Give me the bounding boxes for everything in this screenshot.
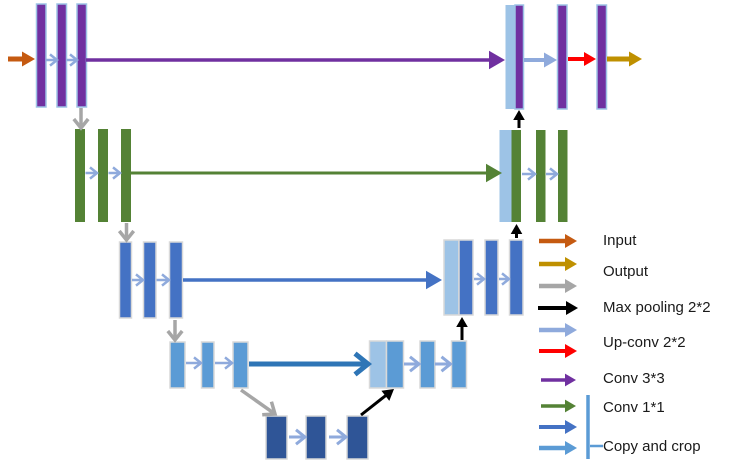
l2-conv-bar-3 [121,129,131,222]
l1-conv-bar-2 [56,3,68,108]
l2-conv-bar-2 [98,129,108,222]
l5-conv-bar-3 [346,415,369,460]
l1-conv-bar-3 [76,3,88,108]
l3-conv-bar-1 [118,241,133,319]
l1-conv-arrow-right-head [544,52,557,68]
legend-arrow-upconv-head [565,344,577,358]
legend-label-input: Input [603,232,637,249]
l4-copy-bar [368,340,388,389]
l2-conv-chevron-1-head [89,166,100,180]
downsample-arrow-2-head [117,229,136,243]
downsample-arrow-4-head [262,401,278,417]
up-arrow-l5-l4 [360,393,388,417]
l5-conv-bar-1 [265,415,288,460]
l3-conv-bar-4 [458,239,474,316]
conv3x3-skip-arrow-head [489,50,505,70]
legend-label-copy-crop: Copy and crop [603,438,701,455]
l4-conv-bar-2 [200,341,215,389]
l4-conv-bar-1 [169,341,186,389]
l3-conv-chevron-2-head [161,273,172,287]
l4-conv-bar-5 [419,340,436,389]
l1-conv-bar-1 [35,3,47,108]
legend-arrow-blue-head [565,420,577,434]
upconv-red-arrow-head [584,52,596,66]
l5-conv-bar-2 [305,415,327,460]
l1-conv-chevron-1-head [49,53,60,67]
l2-conv-bar-1 [75,129,85,222]
l3-conv-chevron-1-head [135,273,146,287]
l1-copy-bar [505,5,515,109]
legend-label-up-conv: Up-conv 2*2 [603,334,686,351]
l2-conv-bar-6 [558,130,568,222]
l4-conv-chevron-1-head [193,356,204,370]
l4-conv-chevron-3-head [409,355,422,373]
l4-skip-arrow-head [353,351,373,377]
l1-conv-bar-4 [514,4,525,110]
l3-conv-bar-3 [168,241,184,319]
l3-conv-chevron-4-head [501,272,512,286]
l3-skip-arrow-head [426,270,442,290]
downsample-arrow-4 [239,388,275,415]
l2-conv-chevron-3-head [527,167,538,181]
legend-arrow-conv1x1-head [565,399,576,413]
downsample-arrow-3-head [166,329,184,343]
l4-conv-chevron-4-head [440,355,453,373]
legend-arrow-lightblue-head [565,323,577,337]
legend-arrow-max-pooling-head [566,301,578,315]
l3-conv-bar-5 [484,239,499,316]
l3-conv-chevron-3-head [476,272,487,286]
l3-conv-bar-2 [142,241,157,319]
up-arrow-l5-l4-head [381,389,394,401]
up-arrow-l2-l1-head [513,110,525,120]
l4-conv-bar-4 [385,340,405,389]
conv1x1-skip-arrow-head [486,163,502,183]
legend-arrow-copy-crop-head [565,441,577,455]
legend-arrow-gray-head [565,279,577,293]
up-arrow-l3-l2-head [510,224,523,234]
l3-conv-bar-6 [508,239,524,316]
l2-conv-chevron-2-head [112,166,123,180]
legend-arrow-input-head [565,234,577,248]
legend-arrow-output-head [565,257,577,271]
l4-conv-bar-3 [232,341,249,389]
legend-label-conv-3x3: Conv 3*3 [603,370,665,387]
l5-conv-chevron-1-head [295,428,308,446]
l1-conv-bar-5 [556,4,568,110]
legend-label-max-pooling: Max pooling 2*2 [603,299,711,316]
downsample-arrow-1-head [72,117,90,131]
legend-label-output: Output [603,263,649,280]
l5-conv-chevron-2-head [336,428,349,446]
input-arrow-head [22,51,35,67]
l4-conv-chevron-2-head [224,356,235,370]
l1-conv-bar-6 [596,4,608,110]
l2-conv-bar-5 [536,130,546,222]
legend-label-conv-1x1: Conv 1*1 [603,399,665,416]
legend-arrow-conv3x3-head [565,373,576,387]
l2-conv-chevron-4-head [549,167,560,181]
output-arrow-head [629,51,642,67]
l2-copy-bar [499,130,512,222]
l1-conv-chevron-2-head [69,53,80,67]
l2-conv-bar-4 [511,130,521,222]
l3-copy-bar [443,239,460,316]
up-arrow-l4-l3-head [456,317,468,327]
l4-conv-bar-6 [450,340,468,389]
